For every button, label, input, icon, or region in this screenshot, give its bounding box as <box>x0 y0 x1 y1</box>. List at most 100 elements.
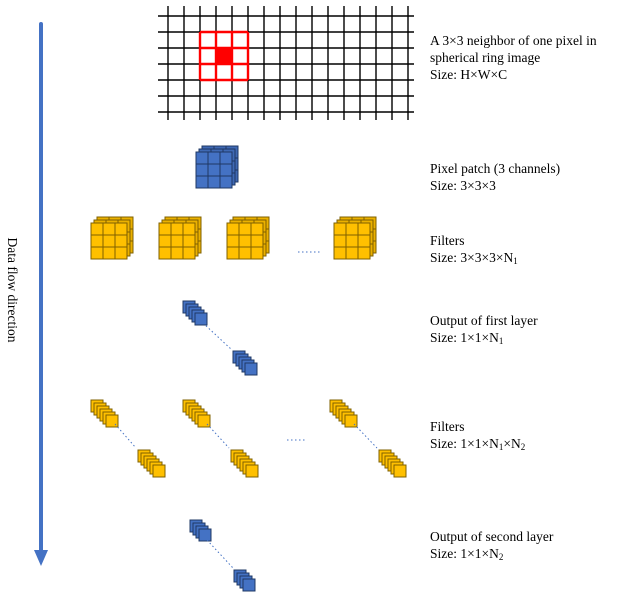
cube-cell <box>357 234 371 248</box>
cube-cell <box>219 163 233 177</box>
cube-cell <box>207 151 221 165</box>
ellipsis-dots <box>206 423 230 449</box>
cube-cell <box>182 222 196 236</box>
stage-label-output-2: Output of second layer Size: 1×1×N2 <box>430 528 553 562</box>
arrow-head <box>34 550 48 566</box>
flow-direction-label: Data flow direction <box>5 237 20 343</box>
channel-square <box>242 578 256 592</box>
channel-square <box>198 528 212 542</box>
cube-cell <box>250 222 264 236</box>
cube-cell <box>333 222 347 236</box>
cube-cell <box>102 222 116 236</box>
cube-cell <box>195 151 209 165</box>
channel-square <box>197 414 211 428</box>
cube-cell <box>238 246 252 260</box>
channel-square <box>152 464 166 478</box>
filter-cube <box>158 216 202 260</box>
data-flow-arrow <box>34 22 48 566</box>
cube-cell <box>226 222 240 236</box>
cube-cell <box>195 163 209 177</box>
cube-cell <box>345 234 359 248</box>
output-stack-top <box>189 519 212 542</box>
filter-stack-bottom <box>230 449 259 478</box>
ellipsis-dots <box>206 539 234 569</box>
output-stack-bottom <box>233 569 256 592</box>
channel-square <box>245 464 259 478</box>
cube-cell <box>219 151 233 165</box>
channel-square <box>344 414 358 428</box>
cube-cell <box>345 246 359 260</box>
filter-cube <box>226 216 270 260</box>
cube-cell <box>170 234 184 248</box>
stage-label-line: Output of first layer <box>430 313 538 328</box>
ellipsis-dots <box>202 322 233 351</box>
channel-square <box>105 414 119 428</box>
cube-cell <box>207 175 221 189</box>
cube-cell <box>333 246 347 260</box>
pixel-grid <box>158 6 414 120</box>
stage-label-filters-1: Filters Size: 3×3×3×N1 <box>430 232 518 266</box>
cube-cell <box>219 175 233 189</box>
channel-square <box>194 312 208 326</box>
cube-cell <box>170 222 184 236</box>
stage-size-label: Size: 1×1×N2 <box>430 546 504 562</box>
cube-cell <box>170 246 184 260</box>
cube-cell <box>226 246 240 260</box>
first-layer-filters <box>90 216 377 260</box>
stage-label-line: Filters <box>430 419 465 434</box>
cube-cell <box>250 246 264 260</box>
stage-label-line: Output of second layer <box>430 529 554 544</box>
stage-size-label: Size: 3×3×3 <box>430 178 496 193</box>
filter-cube <box>333 216 377 260</box>
stage-size-label: Size: H×W×C <box>430 67 508 82</box>
filter-stack-top <box>90 399 119 428</box>
cube-cell <box>90 234 104 248</box>
cube-cell <box>345 222 359 236</box>
cube-cell <box>195 175 209 189</box>
cube-cell <box>158 234 172 248</box>
second-layer-output <box>189 519 256 592</box>
first-layer-output <box>182 300 258 376</box>
second-layer-filters <box>90 399 407 478</box>
stage-label-line: spherical ring image <box>430 50 541 65</box>
cube-cell <box>102 234 116 248</box>
cube-cell <box>114 234 128 248</box>
ellipsis-dots <box>114 423 137 449</box>
cube-cell <box>238 234 252 248</box>
patch-cube <box>195 145 239 189</box>
filter-stack-bottom <box>378 449 407 478</box>
cube-cell <box>90 222 104 236</box>
stage-size-label: Size: 1×1×N1 <box>430 330 504 346</box>
channel-square <box>244 362 258 376</box>
cube-cell <box>250 234 264 248</box>
cube-cell <box>182 234 196 248</box>
cube-cell <box>238 222 252 236</box>
cube-cell <box>182 246 196 260</box>
channel-square <box>393 464 407 478</box>
cube-cell <box>102 246 116 260</box>
cube-cell <box>90 246 104 260</box>
cube-cell <box>158 222 172 236</box>
output-stack-bottom <box>232 350 258 376</box>
output-stack-top <box>182 300 208 326</box>
center-pixel <box>216 48 232 64</box>
filter-cube <box>90 216 134 260</box>
ellipsis-dots <box>353 423 378 449</box>
stage-label-line: A 3×3 neighbor of one pixel in <box>430 33 597 48</box>
stage-size-label: Size: 1×1×N1×N2 <box>430 436 526 452</box>
stage-size-label: Size: 3×3×3×N1 <box>430 250 518 266</box>
cube-cell <box>333 234 347 248</box>
cube-cell <box>226 234 240 248</box>
stage-label-neighbor: A 3×3 neighbor of one pixel in spherical… <box>430 32 597 83</box>
stage-label-line: Filters <box>430 233 465 248</box>
filter-stack-top <box>329 399 358 428</box>
cube-cell <box>158 246 172 260</box>
filter-stack-top <box>182 399 211 428</box>
stage-label-output-1: Output of first layer Size: 1×1×N1 <box>430 312 538 346</box>
filter-stack-bottom <box>137 449 166 478</box>
stage-label-pixel-patch: Pixel patch (3 channels) Size: 3×3×3 <box>430 160 560 194</box>
cube-cell <box>114 246 128 260</box>
stage-label-filters-2: Filters Size: 1×1×N1×N2 <box>430 418 525 452</box>
pixel-patch-cube <box>195 145 239 189</box>
